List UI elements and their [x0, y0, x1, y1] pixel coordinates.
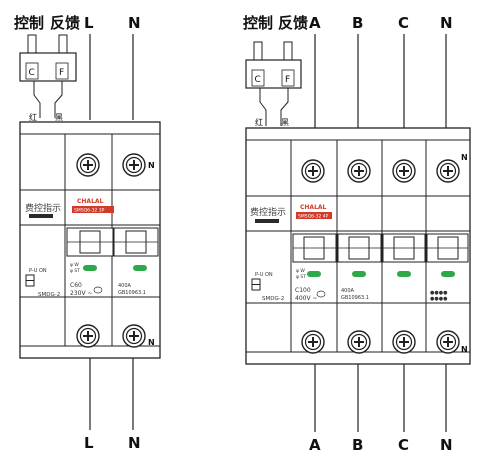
right-screw-bottom-4 [436, 330, 460, 354]
right-indicator-3 [397, 271, 411, 277]
right-terminal-top-A: A [309, 14, 321, 32]
svg-text:ψ W: ψ W [296, 268, 305, 274]
left-pole-tag-n: N [148, 161, 155, 170]
right-side-module-label: SMDG-2 [262, 296, 284, 302]
right-brand: CHALAL [300, 204, 327, 211]
right-ele-rating-2: GB10963.1 [341, 295, 369, 301]
right-indicator-1 [307, 271, 321, 277]
right-indicator-2 [352, 271, 366, 277]
right-terminal-top-B: B [352, 14, 363, 32]
left-ele-rating-1: 400A [118, 283, 132, 289]
right-screw-top-3 [392, 159, 416, 183]
right-indicator-4 [441, 271, 455, 277]
left-terminal-bottom-N: N [128, 434, 141, 452]
left-terminal-bottom-L: L [84, 434, 94, 452]
right-screw-bottom-2 [347, 330, 371, 354]
left-screw-bottom-1 [76, 324, 100, 348]
left-cf-connector: C F 红 黑 [19, 34, 77, 122]
right-pole1-rating: C100 [295, 287, 311, 294]
right-side-module: P-U ON SMDG-2 [251, 272, 284, 302]
left-side-module-label: SMDG-2 [38, 292, 60, 298]
svg-text:N: N [148, 338, 155, 347]
svg-text:●●●●: ●●●● [430, 290, 448, 296]
right-terminal-top-C: C [398, 14, 409, 32]
right-screw-top-4 [436, 159, 460, 183]
left-toggle-handles [66, 227, 159, 257]
svg-text:ψ ST: ψ ST [70, 268, 80, 274]
right-terminal-top-N: N [440, 14, 453, 32]
right-terminal-bottom-A: A [309, 436, 321, 454]
left-side-switch-hint: P-U ON [29, 268, 47, 274]
left-pole1-rating: C60 [70, 282, 82, 289]
right-wire-red-label: 红 [255, 117, 263, 127]
left-side-module: P-U ON SMDG-2 [25, 268, 60, 298]
svg-text:●●●●: ●●●● [430, 296, 448, 302]
right-toggle-handles [292, 233, 469, 263]
right-terminal-bottom-N: N [440, 436, 453, 454]
left-wire-red-label: 红 [29, 112, 37, 122]
left-indicator-1 [83, 265, 97, 271]
left-terminal-top-L: L [84, 14, 94, 32]
left-breaker-assembly: 控制 反馈 L N C F 红 黑 [14, 14, 161, 452]
right-model-text: SMSQ6-32 4P [298, 214, 329, 220]
left-connector-f: F [59, 68, 64, 78]
svg-text:ψ ST: ψ ST [296, 274, 306, 280]
svg-text:ψ W: ψ W [70, 262, 79, 268]
left-control-label: 控制 [14, 14, 44, 32]
right-wire-black-label: 黑 [281, 118, 289, 127]
right-screw-top-1 [301, 159, 325, 183]
right-feedback-label: 反馈 [278, 14, 308, 32]
left-screw-top-1 [76, 153, 100, 177]
left-model-text: SMSQ6-32 3P [74, 208, 105, 214]
left-connector-c: C [29, 68, 35, 78]
right-terminal-bottom-C: C [398, 436, 409, 454]
left-model-strip [72, 206, 114, 213]
right-screw-bottom-1 [301, 330, 325, 354]
right-pole-tag-n: N [461, 153, 468, 162]
left-pole1-voltage: 230V ~ [70, 290, 93, 297]
right-ele-rating-1: 400A [341, 288, 355, 294]
svg-text:N: N [461, 345, 468, 354]
left-screw-top-2 [122, 153, 146, 177]
left-brand: CHALAL [77, 198, 104, 205]
left-feedback-label: 反馈 [50, 14, 80, 32]
right-model-strip [296, 212, 332, 219]
left-ele-rating-2: GB10963.1 [118, 290, 146, 296]
right-terminal-bottom-B: B [352, 436, 363, 454]
right-connector-c: C [255, 75, 261, 85]
right-screw-top-2 [347, 159, 371, 183]
left-screw-bottom-2 [122, 324, 146, 348]
right-control-label: 控制 [243, 14, 273, 32]
left-indicator-2 [133, 265, 147, 271]
right-connector-f: F [285, 75, 290, 85]
left-terminal-top-N: N [128, 14, 141, 32]
right-side-switch-hint: P-U ON [255, 272, 273, 278]
right-breaker-assembly: 控制 反馈 A B C N C F 红 黑 [243, 14, 471, 454]
right-pole1-voltage: 400V ~ [295, 295, 318, 302]
right-cf-connector: C F 红 黑 [245, 41, 302, 127]
right-screw-bottom-3 [392, 330, 416, 354]
left-fee-indicator [29, 214, 53, 218]
left-wire-black-label: 黑 [55, 113, 63, 122]
left-fee-control-label: 费控指示 [25, 202, 61, 214]
right-fee-control-label: 费控指示 [250, 206, 286, 218]
right-fee-indicator [255, 219, 279, 223]
